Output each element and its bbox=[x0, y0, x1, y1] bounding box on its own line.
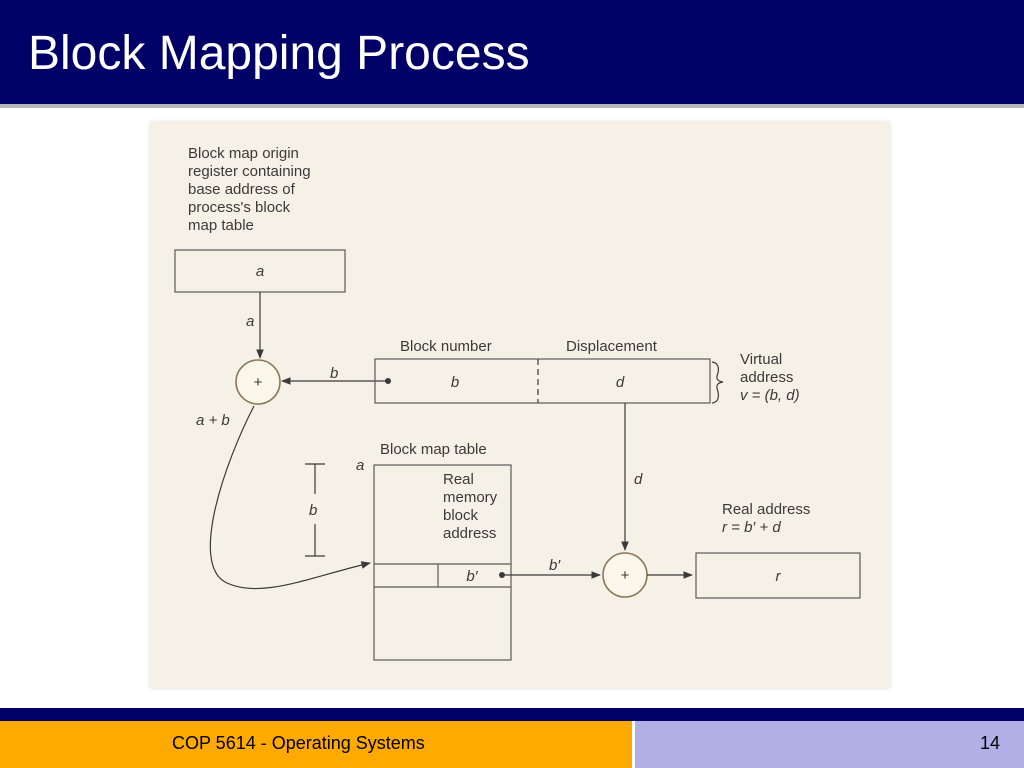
origin-register-caption: Block map origin register containing bas… bbox=[188, 145, 315, 234]
real-address-value: r bbox=[776, 568, 782, 585]
edge-b-label: b bbox=[330, 365, 338, 382]
origin-caption-line-2: register containing bbox=[188, 163, 311, 180]
real-address-caption-line-2: r = b′ + d bbox=[722, 519, 781, 536]
edge-d-label: d bbox=[634, 471, 643, 488]
adder-1 bbox=[235, 359, 281, 405]
real-block-caption-line-2: memory bbox=[443, 489, 498, 506]
offset-b-label: b bbox=[309, 502, 317, 519]
block-mapping-diagram: Block map origin register containing bas… bbox=[174, 145, 861, 661]
footer-separator bbox=[632, 721, 635, 768]
adder-1-symbol: + bbox=[254, 374, 263, 391]
edge-a-plus-b-label: a + b bbox=[196, 412, 230, 429]
displacement-header: Displacement bbox=[566, 338, 658, 355]
block-map-table-caption: Block map table bbox=[380, 441, 487, 458]
block-map-table bbox=[373, 464, 512, 661]
footer-course-title: COP 5614 - Operating Systems bbox=[172, 733, 425, 753]
block-number-header: Block number bbox=[400, 338, 492, 355]
real-address-caption-line-1: Real address bbox=[722, 501, 810, 518]
virtual-caption-line-3: v = (b, d) bbox=[740, 387, 800, 404]
origin-caption-line-1: Block map origin bbox=[188, 145, 299, 162]
footer-page-panel bbox=[635, 721, 1024, 768]
edge-b-origin-dot bbox=[385, 378, 391, 384]
block-mapping-figure: Block map origin register containing bas… bbox=[150, 122, 890, 688]
edge-b-prime-label: b′ bbox=[549, 557, 561, 574]
edge-a-label: a bbox=[246, 313, 254, 330]
real-block-caption-line-3: block bbox=[443, 507, 479, 524]
header-divider bbox=[0, 104, 1024, 108]
virtual-address-caption: Virtual address v = (b, d) bbox=[740, 351, 800, 404]
origin-caption-line-4: process's block bbox=[188, 199, 291, 216]
page-number: 14 bbox=[979, 733, 1000, 753]
real-address-caption: Real address r = b′ + d bbox=[722, 501, 815, 536]
origin-caption-line-5: map table bbox=[188, 217, 254, 234]
virtual-address-box bbox=[374, 358, 711, 404]
slide-header bbox=[0, 0, 1024, 104]
virtual-disp-value: d bbox=[616, 374, 625, 391]
edge-a-plus-b-curve bbox=[209, 405, 371, 590]
table-origin-marker: a bbox=[356, 457, 364, 474]
virtual-block-value: b bbox=[451, 374, 459, 391]
real-block-caption: Real memory block address bbox=[443, 471, 501, 542]
real-block-caption-line-1: Real bbox=[443, 471, 474, 488]
footer-bar bbox=[0, 708, 1024, 721]
real-address-box bbox=[695, 552, 861, 599]
slide-title: Block Mapping Process bbox=[28, 27, 530, 80]
footer-course-panel bbox=[0, 721, 632, 768]
origin-caption-line-3: base address of bbox=[188, 181, 296, 198]
real-block-caption-line-4: address bbox=[443, 525, 496, 542]
origin-register-value: a bbox=[256, 263, 264, 280]
table-entry-value: b′ bbox=[466, 568, 478, 585]
virtual-caption-line-1: Virtual bbox=[740, 351, 782, 368]
virtual-caption-line-2: address bbox=[740, 369, 793, 386]
virtual-address-brace bbox=[711, 361, 724, 404]
adder-2-symbol: + bbox=[621, 567, 630, 584]
